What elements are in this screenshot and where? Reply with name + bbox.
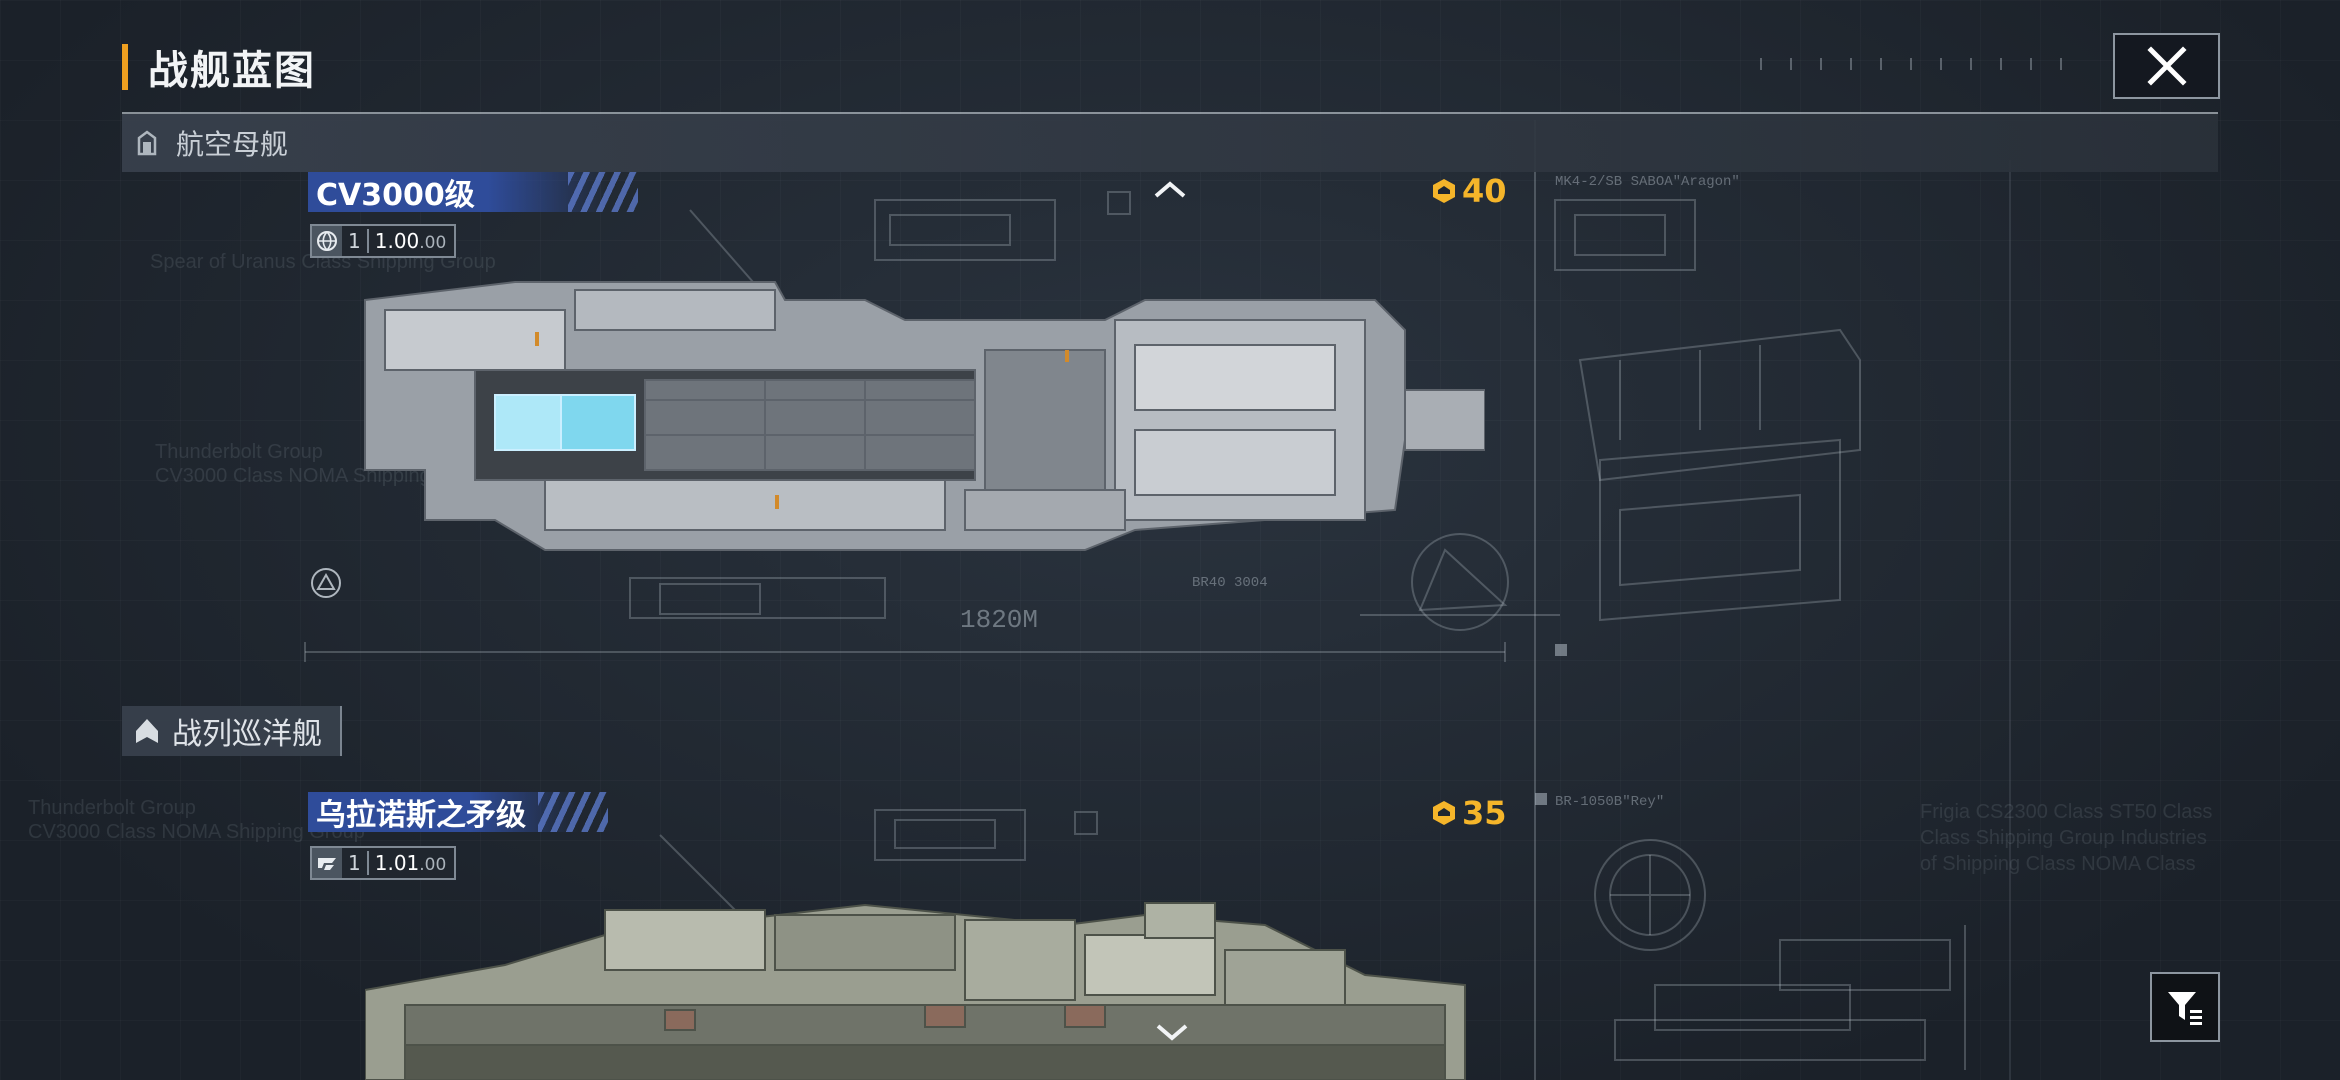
cost-value: 35: [1462, 794, 1507, 832]
ship-cost: 40: [1430, 172, 1507, 210]
cost-icon: [1433, 801, 1455, 825]
bg-text: of Shipping Class NOMA Class: [1920, 853, 2196, 875]
cost-icon: [1433, 179, 1455, 203]
version-number: 1.00.00: [374, 229, 447, 253]
ship-version: 1 1.00.00: [310, 224, 457, 258]
bg-text: Thunderbolt Group: [155, 441, 323, 463]
ship-cost: 35: [1430, 794, 1507, 832]
chevron-up-icon[interactable]: [1150, 176, 1190, 202]
ship-name-tag: CV3000级: [308, 172, 638, 213]
close-button[interactable]: [2113, 33, 2220, 99]
bg-text: CV3000 Class NOMA Shipping Group: [28, 821, 365, 843]
filter-button[interactable]: [2150, 972, 2220, 1042]
category-header-battlecruiser[interactable]: 战列巡洋舰: [122, 706, 342, 756]
faction-icon: [312, 848, 342, 878]
ship-model-cv3000[interactable]: [345, 270, 1485, 560]
header-divider: [122, 112, 2218, 114]
page-title: 战舰蓝图: [148, 48, 316, 94]
category-label: 航空母舰: [176, 128, 289, 161]
globe-icon: [312, 226, 342, 256]
cost-value: 40: [1462, 172, 1507, 210]
model-label: MK4-2/SB SABOA"Aragon": [1555, 174, 1740, 190]
bg-text: Frigia CS2300 Class ST50 Class: [1920, 801, 2213, 823]
filter-icon: [2168, 992, 2202, 1025]
version-index: 1: [342, 229, 369, 253]
scale-label: 1820M: [960, 605, 1039, 635]
ship-name: CV3000级: [316, 178, 475, 213]
ship-version: 1 1.01.00: [310, 846, 457, 880]
bg-text: Class Shipping Group Industries: [1920, 827, 2207, 849]
version-number: 1.01.00: [374, 851, 447, 875]
carrier-icon: [137, 130, 157, 156]
decor-ticks: [1760, 58, 2080, 70]
hull-type-icon: [311, 568, 341, 598]
category-header-carrier[interactable]: 航空母舰: [122, 114, 2218, 172]
chevron-down-icon[interactable]: [1152, 1020, 1192, 1046]
bg-text: Thunderbolt Group: [28, 797, 196, 819]
code-label: BR40 3004: [1192, 575, 1268, 591]
close-icon: [2146, 46, 2187, 86]
ship-name: 乌拉诺斯之矛级: [316, 798, 526, 833]
title-accent: [122, 44, 128, 90]
model-label: BR-1050B"Rey": [1555, 794, 1665, 810]
battlecruiser-icon: [136, 719, 158, 743]
page-header: 战舰蓝图: [122, 38, 316, 96]
ship-name-tag: 乌拉诺斯之矛级: [308, 792, 608, 833]
version-index: 1: [342, 851, 369, 875]
category-label: 战列巡洋舰: [172, 717, 322, 752]
ship-model-uranus-spear[interactable]: [365, 895, 1475, 1080]
